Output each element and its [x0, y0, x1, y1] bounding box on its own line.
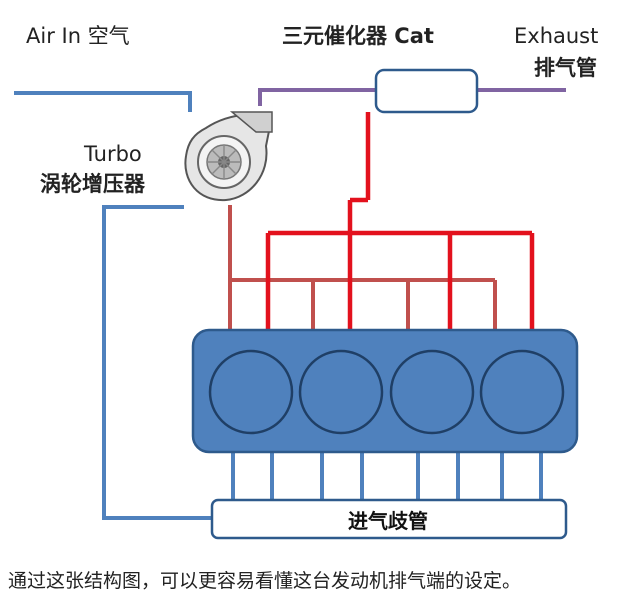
turbo-label-en: Turbo: [84, 142, 142, 166]
cylinder: [298, 349, 384, 435]
exhaust-label-en: Exhaust: [514, 24, 599, 48]
engine-block: [191, 328, 579, 454]
intake-manifold: [210, 498, 568, 540]
turbo-to-manifold-pipe: [102, 205, 212, 520]
intake-runners: [231, 452, 543, 500]
catalytic-converter: [374, 68, 479, 114]
air-intake-pipe: [14, 91, 192, 112]
intake-manifold-label: 进气歧管: [348, 508, 428, 533]
cat-exhaust-manifold: [265, 112, 535, 330]
cylinder: [479, 349, 565, 435]
catalyst-label: 三元催化器 Cat: [282, 24, 434, 48]
cylinder: [389, 349, 475, 435]
turbo-exhaust-pipe: [258, 88, 376, 106]
turbo-label-cn: 涡轮增压器: [40, 172, 145, 196]
cylinder: [208, 349, 294, 435]
exhaust-label-cn: 排气管: [534, 56, 597, 80]
turbocharger-icon: [184, 111, 273, 202]
air-in-label: Air In 空气: [26, 24, 130, 48]
figure-caption: 通过这张结构图，可以更容易看懂这台发动机排气端的设定。: [8, 570, 522, 592]
